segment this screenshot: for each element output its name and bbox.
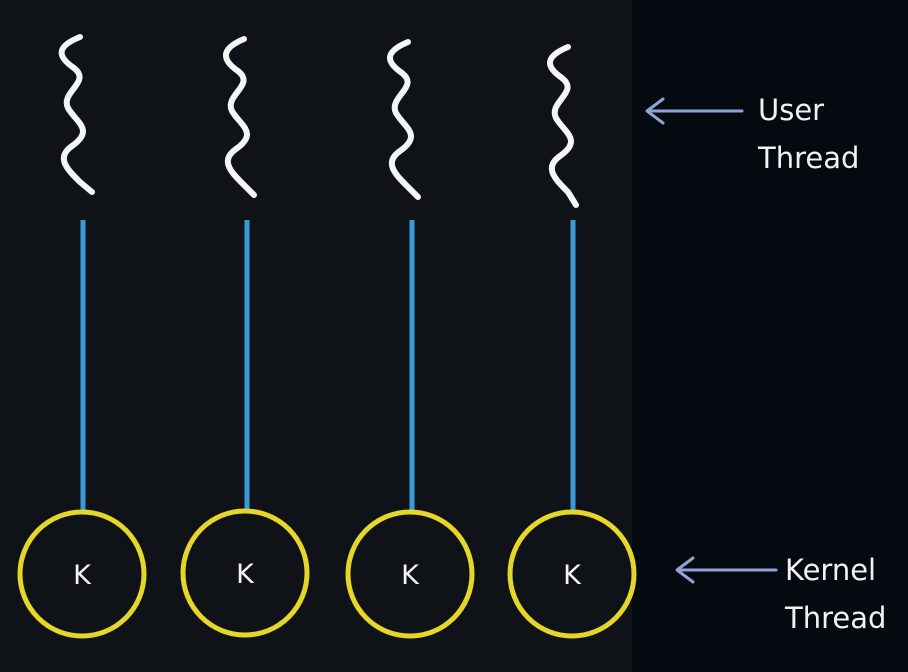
- thread-column: K: [507, 44, 637, 639]
- user-thread-label-line: User: [758, 93, 825, 127]
- kernel-thread-label: K: [563, 560, 582, 591]
- kernel-thread-text: Kernel Thread: [785, 546, 886, 642]
- kernel-thread-circle: [17, 509, 147, 639]
- user-thread-squiggle: [547, 44, 579, 208]
- kernel-thread-arrow: [675, 556, 778, 584]
- kernel-thread-circle: [180, 508, 310, 638]
- thread-column: K: [180, 36, 310, 638]
- kernel-thread-label-line: Thread: [785, 601, 887, 635]
- user-thread-squiggle: [223, 36, 257, 198]
- kernel-thread-circle: [345, 509, 475, 639]
- kernel-thread-label: K: [73, 560, 92, 591]
- kernel-thread-label: K: [401, 560, 420, 591]
- thread-column: K: [345, 39, 475, 639]
- thread-column: K: [17, 34, 147, 639]
- kernel-thread-label: K: [236, 559, 255, 590]
- user-thread-squiggle: [387, 39, 421, 200]
- kernel-thread-label-line: Kernel: [785, 553, 877, 587]
- user-thread-squiggle: [58, 34, 95, 195]
- kernel-thread-circle: [507, 509, 637, 639]
- user-thread-label: User Thread: [758, 86, 859, 182]
- user-thread-label-line: Thread: [758, 141, 860, 175]
- user-thread-arrow: [645, 97, 744, 125]
